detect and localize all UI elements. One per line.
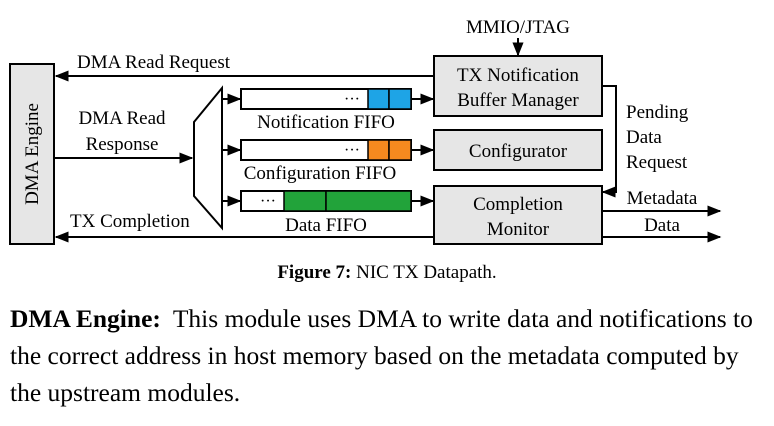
configuration-fifo-label: Configuration FIFO <box>244 163 397 184</box>
mmio-jtag-label: MMIO/JTAG <box>466 17 570 38</box>
figure-caption-label: Figure 7: <box>277 262 352 283</box>
tx-notification-label-line1: TX Notification <box>457 65 579 86</box>
demux-shape <box>193 85 223 231</box>
figure-caption: Figure 7: NIC TX Datapath. <box>0 262 774 284</box>
completion-monitor-label-line2: Monitor <box>487 219 550 240</box>
data-output-label: Data <box>644 215 680 236</box>
tx-notification-label-line2: Buffer Manager <box>457 90 579 111</box>
notification-fifo-label: Notification FIFO <box>257 112 395 133</box>
data-fifo-ellipsis: ··· <box>260 193 276 210</box>
dma-engine-block <box>9 63 55 245</box>
configurator-block <box>433 129 603 171</box>
pending-label-line3: Request <box>626 152 688 173</box>
notification-fifo-slot <box>388 88 412 110</box>
data-fifo-slot <box>325 190 412 212</box>
tx-notification-buffer-manager-block <box>433 55 603 117</box>
completion-monitor-label-line1: Completion <box>473 194 563 215</box>
metadata-output-label: Metadata <box>627 188 698 209</box>
configuration-fifo-slot <box>367 139 390 161</box>
notification-fifo-ellipsis: ··· <box>344 91 360 108</box>
pending-label-line1: Pending <box>626 102 689 123</box>
dma-read-response-label-line2: Response <box>86 134 159 155</box>
dma-read-request-label: DMA Read Request <box>77 52 231 73</box>
paragraph-body: This module uses DMA to write data and n… <box>10 304 753 407</box>
configuration-fifo-ellipsis: ··· <box>344 142 360 159</box>
figure-caption-text: NIC TX Datapath. <box>356 262 497 283</box>
nic-tx-datapath-figure: DMA Engine TX Notification Buffer Manage… <box>9 17 722 245</box>
data-fifo-label: Data FIFO <box>285 215 367 236</box>
dma-read-response-label-line1: DMA Read <box>78 108 166 129</box>
completion-monitor-block <box>433 185 603 245</box>
paragraph-heading: DMA Engine: <box>10 304 161 333</box>
notification-fifo-slot <box>367 88 390 110</box>
dma-engine-label: DMA Engine <box>22 103 43 205</box>
configuration-fifo-slot <box>388 139 412 161</box>
tx-completion-label: TX Completion <box>70 211 190 232</box>
pending-data-request-arrow <box>601 85 617 198</box>
data-fifo-slot <box>283 190 327 212</box>
body-paragraph: DMA Engine: This module uses DMA to writ… <box>10 300 770 411</box>
pending-label-line2: Data <box>626 127 662 148</box>
configurator-label: Configurator <box>469 141 568 162</box>
